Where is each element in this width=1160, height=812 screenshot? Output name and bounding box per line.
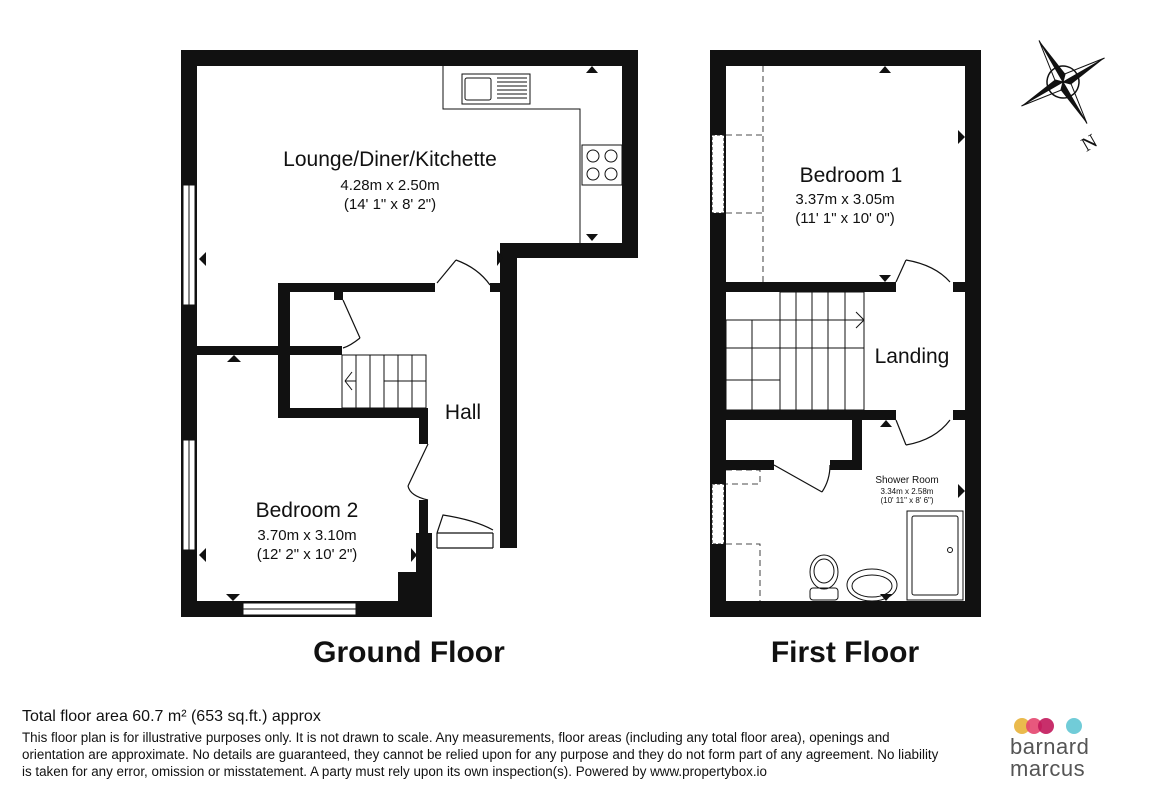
bedroom1-name: Bedroom 1 [800, 164, 903, 187]
ground-doors [342, 259, 494, 549]
logo-dot [1038, 718, 1054, 734]
bedroom2-name: Bedroom 2 [256, 499, 359, 522]
first-floor-title: First Floor [771, 636, 920, 669]
lounge-imperial: (14' 1" x 8' 2") [344, 196, 436, 213]
logo-dots [1010, 718, 1120, 736]
total-floor-area: Total floor area 60.7 m² (653 sq.ft.) ap… [22, 708, 321, 725]
ground-windows [182, 184, 357, 616]
hall-name: Hall [445, 401, 481, 424]
bedroom2-metric: 3.70m x 3.10m [257, 527, 356, 544]
shower-room-imperial: (10' 11" x 8' 6") [880, 496, 933, 505]
first-markers [879, 66, 965, 601]
bedroom2-imperial: (12' 2" x 10' 2") [257, 546, 358, 563]
ground-markers [199, 66, 598, 601]
bedroom1-metric: 3.37m x 3.05m [795, 191, 894, 208]
lounge-name: Lounge/Diner/Kitchette [283, 148, 497, 171]
kitchen-units [442, 66, 623, 243]
first-doors [773, 259, 951, 493]
shower-fixtures [809, 510, 964, 602]
first-stairs [725, 291, 865, 411]
shower-room-metric: 3.34m x 2.58m [881, 487, 934, 496]
ground-floor-title: Ground Floor [313, 636, 505, 669]
disclaimer-text: This floor plan is for illustrative purp… [22, 730, 939, 779]
first-windows [711, 134, 725, 545]
compass-north-label: N [1078, 130, 1102, 156]
logo-line1: barnard [1010, 734, 1090, 759]
lounge-metric: 4.28m x 2.50m [340, 177, 439, 194]
landing-name: Landing [875, 345, 950, 368]
compass-icon [1021, 40, 1105, 124]
first-eaves [726, 66, 764, 601]
ground-stairs [341, 354, 427, 409]
bedroom1-imperial: (11' 1" x 10' 0") [795, 210, 894, 227]
logo-dot [1066, 718, 1082, 734]
barnard-marcus-logo: barnard marcus [1010, 718, 1120, 788]
floor-plan-diagram: N Lounge/Diner/Kitchette 4.28m x 2.50m (… [181, 40, 1105, 669]
footer: Total floor area 60.7 m² (653 sq.ft.) ap… [22, 707, 942, 780]
ground-floor-plan [181, 50, 638, 617]
logo-line2: marcus [1010, 756, 1086, 781]
shower-room-name: Shower Room [875, 475, 938, 486]
